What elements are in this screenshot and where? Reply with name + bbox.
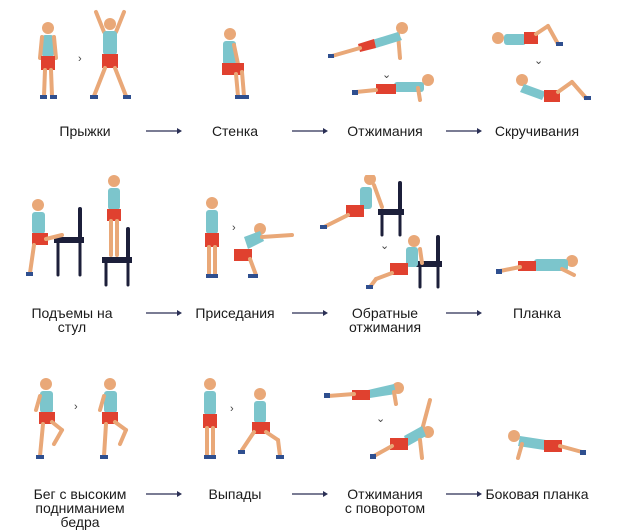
lunges-illustration: › <box>203 378 284 459</box>
arrow-right-icon <box>292 127 328 135</box>
label-line: подниманием <box>35 500 125 516</box>
reverse-pushups-illustration: ⌄ <box>320 175 442 289</box>
label-line: Прыжки <box>59 123 111 139</box>
plank-illustration <box>496 255 578 277</box>
label-line: бедра <box>60 514 100 530</box>
label-line: Скручивания <box>494 123 580 139</box>
exercise-squats: › <box>160 175 310 325</box>
chevron-right-icon: › <box>230 403 234 415</box>
exercise-wall-sit <box>160 0 310 150</box>
label-step-ups: Подъемы на стул <box>0 306 147 334</box>
step-ups-illustration <box>26 175 132 287</box>
label-line: Стенка <box>211 123 259 139</box>
arrow-right-icon <box>446 309 482 317</box>
arrow-right-icon <box>146 309 182 317</box>
label-pushups: Отжимания <box>310 124 460 138</box>
label-reverse-pushups: Обратные отжимания <box>310 306 460 334</box>
label-jumping-jacks: Прыжки <box>10 124 160 138</box>
exercise-crunches: ⌄ <box>462 0 612 150</box>
label-wall-sit: Стенка <box>160 124 310 138</box>
chevron-down-icon: ⌄ <box>380 240 389 252</box>
chevron-down-icon: ⌄ <box>382 69 391 81</box>
label-crunches: Скручивания <box>462 124 612 138</box>
label-squats: Приседания <box>160 306 310 320</box>
wall-sit-illustration <box>222 28 249 99</box>
chevron-right-icon: › <box>74 401 78 413</box>
crunches-illustration: ⌄ <box>492 24 591 102</box>
label-high-knees: Бег с высоким подниманием бедра <box>5 487 155 529</box>
label-line: Выпады <box>208 486 262 502</box>
label-line: Боковая планка <box>485 486 589 502</box>
rotation-pushups-illustration: ⌄ <box>324 382 434 460</box>
exercise-pushups: ⌄ <box>310 0 460 150</box>
label-line: Подъемы на <box>31 305 113 321</box>
exercise-plank <box>462 175 612 325</box>
label-line: Планка <box>513 305 561 321</box>
label-side-plank: Боковая планка <box>462 487 612 501</box>
arrow-right-icon <box>446 127 482 135</box>
exercise-step-ups <box>10 175 160 325</box>
label-line: отжимания <box>348 319 422 335</box>
label-line: Приседания <box>195 305 275 321</box>
arrow-right-icon <box>146 127 182 135</box>
chevron-down-icon: ⌄ <box>376 413 385 425</box>
arrow-right-icon <box>146 490 182 498</box>
label-line: стул <box>57 319 87 335</box>
high-knees-illustration: › <box>34 378 128 459</box>
label-line: Отжимания <box>347 486 423 502</box>
chevron-right-icon: › <box>232 222 236 234</box>
chevron-right-icon: › <box>78 53 82 65</box>
exercise-side-plank <box>462 360 612 532</box>
arrow-right-icon <box>446 490 482 498</box>
exercise-rotation-pushups: ⌄ <box>310 360 460 532</box>
label-line: Бег с высоким <box>33 486 127 502</box>
label-line: с поворотом <box>344 500 426 516</box>
exercise-reverse-pushups: ⌄ <box>310 175 460 325</box>
label-lunges: Выпады <box>160 487 310 501</box>
label-line: Обратные <box>351 305 419 321</box>
label-rotation-pushups: Отжимания с поворотом <box>310 487 460 515</box>
arrow-right-icon <box>292 309 328 317</box>
pushups-illustration: ⌄ <box>328 22 434 102</box>
exercise-high-knees: › <box>10 360 160 532</box>
side-plank-illustration <box>508 430 586 460</box>
squats-illustration: › <box>205 197 294 278</box>
arrow-right-icon <box>292 490 328 498</box>
label-line: Отжимания <box>347 123 423 139</box>
chevron-down-icon: ⌄ <box>534 55 543 67</box>
exercise-lunges: › <box>160 360 310 532</box>
label-plank: Планка <box>462 306 612 320</box>
jumping-jacks-illustration: › <box>38 10 131 99</box>
exercise-jumping-jacks: › <box>10 0 160 150</box>
